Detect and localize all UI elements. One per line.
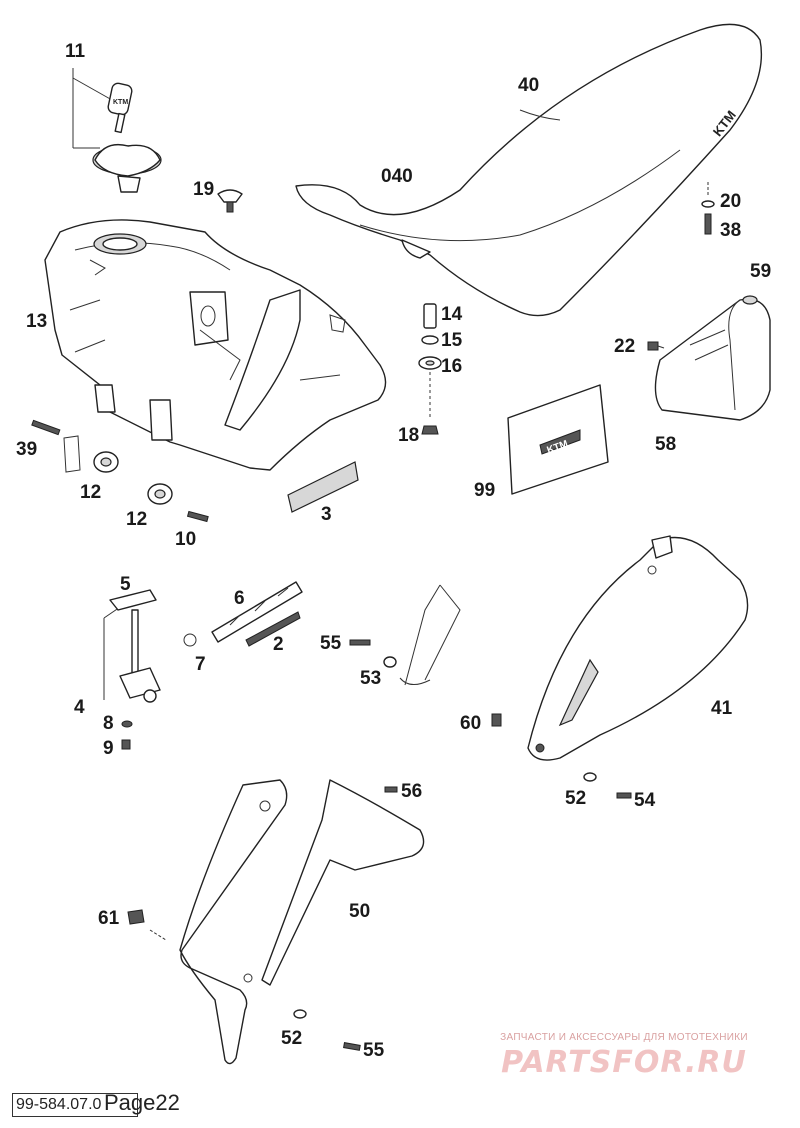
watermark: ЗАПЧАСТИ И АКСЕССУАРЫ ДЛЯ МОТОТЕХНИКИ PA… (464, 1032, 784, 1080)
callout-8: 8 (103, 713, 114, 734)
fuel-tap (103, 589, 161, 750)
fuel-tank (44, 219, 387, 471)
callout-58: 58 (655, 434, 676, 455)
callout-11: 11 (65, 41, 86, 62)
callout-18: 18 (398, 425, 419, 446)
seat: KTM (295, 23, 763, 317)
diagram-code: 99-584.07.0 (12, 1093, 138, 1117)
wing-bolt (217, 189, 243, 213)
callout-9: 9 (103, 738, 114, 759)
fork-mount-bracket (349, 584, 461, 686)
callout-53: 53 (360, 668, 381, 689)
callout-52b: 52 (281, 1028, 302, 1049)
callout-16: 16 (441, 356, 462, 377)
callout-38: 38 (720, 220, 741, 241)
callout-20: 20 (720, 191, 741, 212)
foam-strip (287, 461, 359, 513)
callout-41: 41 (711, 698, 733, 719)
callout-3: 3 (321, 504, 332, 525)
tank-decal: KTM (507, 384, 609, 495)
callout-54: 54 (634, 790, 656, 811)
callout-99: 99 (474, 480, 495, 501)
callout-10: 10 (175, 529, 196, 550)
callout-56: 56 (401, 781, 422, 802)
callout-7: 7 (195, 654, 206, 675)
side-cover-hardware (384, 713, 632, 799)
tool-bag (647, 295, 771, 421)
callout-5: 5 (120, 574, 131, 595)
callout-60: 60 (460, 713, 481, 734)
page-number: Page22 (104, 1090, 180, 1115)
callout-14: 14 (441, 304, 463, 325)
mounting-hardware-stack (418, 303, 442, 435)
svg-text:KTM: KTM (113, 99, 128, 106)
callout-19: 19 (193, 179, 214, 200)
seat-washer-bolt (701, 182, 715, 235)
callout-12a: 12 (80, 482, 101, 503)
callout-15: 15 (441, 330, 463, 351)
fuel-hose (183, 581, 303, 647)
callout-59: 59 (750, 261, 771, 282)
callout-13: 13 (26, 311, 47, 332)
callout-55b: 55 (363, 1040, 385, 1061)
callout-6: 6 (234, 588, 245, 609)
callout-4: 4 (74, 697, 85, 718)
callout-61: 61 (98, 908, 120, 929)
fuel-cap-with-key: KTM (72, 68, 162, 193)
callout-52a: 52 (565, 788, 586, 809)
callout-040: 040 (381, 166, 413, 187)
callout-2: 2 (273, 634, 284, 655)
callout-39: 39 (16, 439, 37, 460)
side-cover-right (527, 535, 749, 761)
tank-grommets (93, 451, 209, 523)
callout-22: 22 (614, 336, 635, 357)
callout-50: 50 (349, 901, 370, 922)
tank-bolt (31, 419, 81, 473)
callout-12b: 12 (126, 509, 147, 530)
side-cover-left (127, 779, 425, 1065)
callout-55a: 55 (320, 633, 342, 654)
watermark-brand: PARTSFOR.RU (501, 1045, 747, 1080)
callout-labels: 11 13 19 040 40 20 38 59 22 58 14 15 16 … (16, 41, 771, 1061)
callout-40: 40 (518, 75, 539, 96)
watermark-subtitle: ЗАПЧАСТИ И АКСЕССУАРЫ ДЛЯ МОТОТЕХНИКИ (500, 1032, 748, 1043)
